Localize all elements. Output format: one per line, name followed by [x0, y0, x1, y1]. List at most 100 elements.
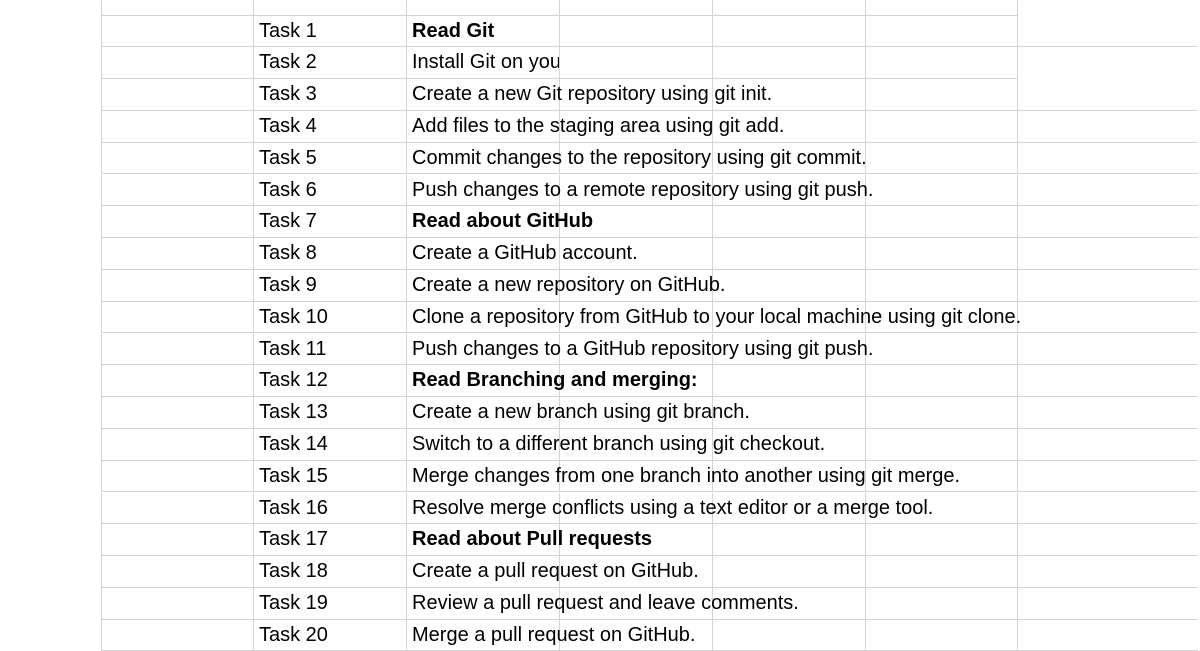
- sheet-cell[interactable]: [101, 333, 254, 366]
- sheet-cell[interactable]: [560, 397, 713, 429]
- sheet-cell[interactable]: [713, 0, 866, 16]
- sheet-cell[interactable]: [866, 460, 1018, 493]
- sheet-cell[interactable]: [560, 428, 713, 461]
- sheet-cell[interactable]: [101, 619, 254, 651]
- task-id-cell[interactable]: Task 18: [254, 556, 407, 588]
- task-description-cell[interactable]: Create a new branch using git branch.: [407, 397, 1198, 429]
- sheet-cell[interactable]: [866, 333, 1018, 366]
- task-id-cell[interactable]: Task 11: [254, 333, 407, 366]
- sheet-cell[interactable]: [713, 47, 866, 80]
- task-description-cell[interactable]: Create a new Git repository using git in…: [407, 79, 1198, 111]
- sheet-cell[interactable]: [407, 460, 560, 493]
- task-id-cell[interactable]: Task 20: [254, 619, 407, 651]
- sheet-cell[interactable]: [101, 524, 254, 557]
- task-id-cell[interactable]: Task 1: [254, 15, 407, 48]
- sheet-cell[interactable]: [866, 428, 1018, 461]
- sheet-cell[interactable]: [101, 142, 254, 175]
- sheet-cell[interactable]: [713, 556, 866, 588]
- sheet-cell[interactable]: [866, 47, 1018, 80]
- sheet-cell[interactable]: [560, 0, 713, 16]
- sheet-cell[interactable]: [866, 269, 1018, 302]
- sheet-cell[interactable]: [101, 365, 254, 398]
- sheet-cell[interactable]: [254, 0, 407, 16]
- task-id-cell[interactable]: Task 6: [254, 174, 407, 207]
- task-description-cell[interactable]: Clone a repository from GitHub to your l…: [407, 302, 1198, 334]
- sheet-cell[interactable]: [407, 174, 560, 207]
- sheet-cell[interactable]: [407, 301, 560, 334]
- sheet-cell[interactable]: [713, 15, 866, 48]
- sheet-cell[interactable]: [560, 47, 713, 80]
- sheet-cell[interactable]: [101, 587, 254, 620]
- task-description-cell[interactable]: Merge changes from one branch into anoth…: [407, 461, 1198, 493]
- sheet-cell[interactable]: [101, 556, 254, 588]
- sheet-cell[interactable]: [560, 142, 713, 175]
- task-id-cell[interactable]: Task 2: [254, 47, 407, 80]
- sheet-cell[interactable]: [101, 15, 254, 48]
- sheet-cell[interactable]: [866, 206, 1018, 239]
- task-description-cell[interactable]: Create a new repository on GitHub.: [407, 270, 1198, 302]
- sheet-cell[interactable]: [560, 238, 713, 270]
- sheet-cell[interactable]: [407, 142, 560, 175]
- task-description-cell[interactable]: Review a pull request and leave comments…: [407, 588, 1198, 620]
- task-description-cell[interactable]: Switch to a different branch using git c…: [407, 429, 1198, 461]
- sheet-cell[interactable]: [866, 301, 1018, 334]
- task-description-cell[interactable]: Add files to the staging area using git …: [407, 111, 1198, 143]
- task-description-cell[interactable]: Read about Pull requests: [407, 524, 1198, 557]
- sheet-cell[interactable]: [101, 206, 254, 239]
- sheet-cell[interactable]: [101, 397, 254, 429]
- sheet-cell[interactable]: [866, 142, 1018, 175]
- task-id-cell[interactable]: Task 9: [254, 269, 407, 302]
- task-id-cell[interactable]: Task 3: [254, 79, 407, 111]
- sheet-cell[interactable]: [407, 269, 560, 302]
- task-description-cell[interactable]: Read about GitHub: [407, 206, 1198, 239]
- sheet-cell[interactable]: [713, 301, 866, 334]
- sheet-cell[interactable]: [866, 556, 1018, 588]
- sheet-cell[interactable]: [560, 15, 713, 48]
- task-id-cell[interactable]: Task 10: [254, 301, 407, 334]
- task-description-cell[interactable]: Push changes to a remote repository usin…: [407, 175, 1198, 207]
- sheet-cell[interactable]: [101, 79, 254, 111]
- sheet-cell[interactable]: [101, 174, 254, 207]
- sheet-cell[interactable]: [866, 524, 1018, 557]
- sheet-cell[interactable]: [101, 460, 254, 493]
- sheet-cell[interactable]: [407, 0, 560, 16]
- task-description-cell[interactable]: Create a pull request on GitHub.: [407, 556, 1198, 588]
- sheet-cell[interactable]: [713, 365, 866, 398]
- sheet-cell[interactable]: [101, 110, 254, 143]
- task-id-cell[interactable]: Task 15: [254, 460, 407, 493]
- sheet-cell[interactable]: [560, 556, 713, 588]
- sheet-cell[interactable]: [713, 587, 866, 620]
- task-description-cell[interactable]: Read Git: [407, 16, 1198, 48]
- task-id-cell[interactable]: Task 12: [254, 365, 407, 398]
- sheet-cell[interactable]: [101, 492, 254, 525]
- task-id-cell[interactable]: Task 7: [254, 206, 407, 239]
- sheet-cell[interactable]: [101, 238, 254, 270]
- sheet-cell[interactable]: [560, 492, 713, 525]
- sheet-cell[interactable]: [713, 333, 866, 366]
- sheet-cell[interactable]: [407, 492, 560, 525]
- sheet-cell[interactable]: [560, 524, 713, 557]
- task-id-cell[interactable]: Task 4: [254, 110, 407, 143]
- task-description-cell[interactable]: Resolve merge conflicts using a text edi…: [407, 493, 1198, 525]
- task-description-cell[interactable]: Merge a pull request on GitHub.: [407, 620, 1198, 651]
- sheet-cell[interactable]: [866, 397, 1018, 429]
- task-description-cell[interactable]: Install Git on your computer.: [407, 47, 560, 80]
- task-description-cell[interactable]: Read Branching and merging:: [407, 365, 1198, 398]
- task-id-cell[interactable]: Task 5: [254, 142, 407, 175]
- task-id-cell[interactable]: Task 8: [254, 238, 407, 270]
- sheet-cell[interactable]: [101, 0, 254, 16]
- sheet-cell[interactable]: [560, 333, 713, 366]
- sheet-cell[interactable]: [407, 587, 560, 620]
- task-id-cell[interactable]: Task 16: [254, 492, 407, 525]
- sheet-cell[interactable]: [560, 110, 713, 143]
- sheet-cell[interactable]: [101, 428, 254, 461]
- task-id-cell[interactable]: Task 17: [254, 524, 407, 557]
- sheet-cell[interactable]: [407, 15, 560, 48]
- task-description-cell[interactable]: Create a GitHub account.: [407, 238, 1198, 270]
- sheet-cell[interactable]: [101, 301, 254, 334]
- sheet-cell[interactable]: [866, 15, 1018, 48]
- task-id-cell[interactable]: Task 13: [254, 397, 407, 429]
- sheet-cell[interactable]: [101, 269, 254, 302]
- sheet-cell[interactable]: [866, 0, 1018, 16]
- task-id-cell[interactable]: Task 19: [254, 587, 407, 620]
